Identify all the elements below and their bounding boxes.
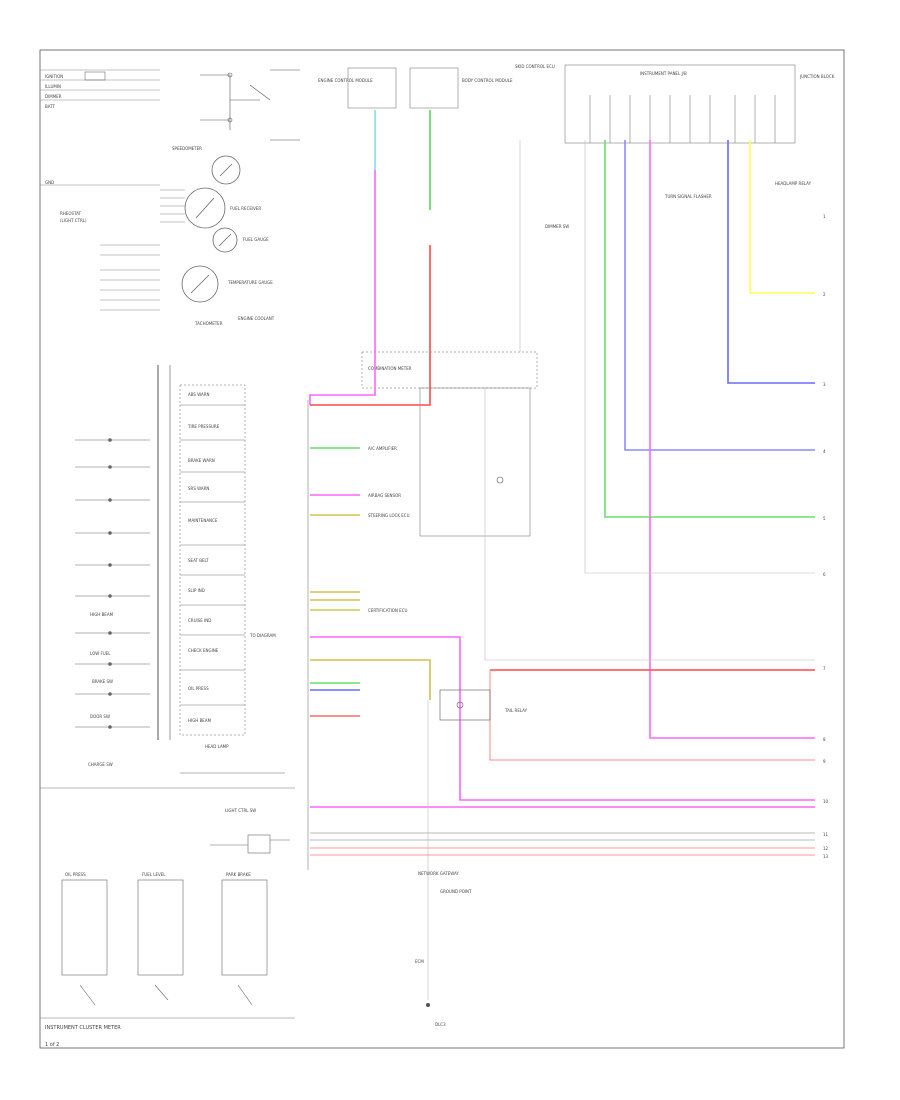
wire-harness — [309, 110, 815, 856]
svg-text:INSTRUMENT PANEL J/B: INSTRUMENT PANEL J/B — [640, 71, 687, 76]
svg-text:9: 9 — [823, 759, 826, 764]
fuel-receiver-gauge: FUEL RECEIVER — [184, 187, 261, 229]
svg-text:HIGH BEAM: HIGH BEAM — [90, 612, 114, 617]
right-terminal-numbers: 1 2 3 4 5 6 7 8 9 10 11 12 13 — [823, 214, 829, 859]
svg-text:ENGINE CONTROL MODULE: ENGINE CONTROL MODULE — [318, 78, 373, 83]
svg-text:10: 10 — [823, 799, 829, 804]
svg-text:4: 4 — [823, 449, 826, 454]
svg-text:SKID CONTROL ECU: SKID CONTROL ECU — [515, 64, 555, 69]
svg-text:TURN SIGNAL FLASHER: TURN SIGNAL FLASHER — [664, 194, 712, 199]
svg-text:DIMMER: DIMMER — [45, 94, 62, 99]
svg-text:BODY CONTROL MODULE: BODY CONTROL MODULE — [462, 78, 513, 83]
svg-text:CHARGE SW: CHARGE SW — [88, 762, 113, 767]
svg-text:DLC3: DLC3 — [435, 1022, 446, 1027]
svg-text:1: 1 — [823, 214, 826, 219]
svg-text:STEERING LOCK ECU: STEERING LOCK ECU — [368, 513, 410, 518]
diagram-frame — [39, 49, 845, 1049]
svg-text:TEMPERATURE GAUGE: TEMPERATURE GAUGE — [227, 280, 273, 285]
svg-text:CHECK ENGINE: CHECK ENGINE — [188, 648, 219, 653]
svg-text:TAIL RELAY: TAIL RELAY — [504, 708, 528, 713]
svg-text:A/C AMPLIFIER: A/C AMPLIFIER — [368, 446, 397, 451]
svg-text:FUEL GAUGE: FUEL GAUGE — [243, 237, 269, 242]
svg-text:ABS WARN: ABS WARN — [188, 392, 209, 397]
footer-left-label: INSTRUMENT CLUSTER METER — [45, 1025, 121, 1031]
svg-text:PARK BRAKE: PARK BRAKE — [226, 872, 251, 877]
svg-text:CRUISE IND: CRUISE IND — [188, 618, 211, 623]
svg-text:11: 11 — [823, 832, 829, 837]
combination-meter-connector: COMBINATION METER — [361, 351, 538, 537]
gauges-group: SPEEDOMETER FUEL RECEIVER FUEL GAUGE TEM… — [60, 146, 275, 326]
svg-text:HEAD LAMP: HEAD LAMP — [205, 744, 229, 749]
svg-text:(LIGHT CTRL): (LIGHT CTRL) — [60, 218, 87, 223]
tachometer-label: TACHOMETER ENGINE COOLANT — [194, 316, 275, 326]
svg-text:NETWORK GATEWAY: NETWORK GATEWAY — [418, 871, 459, 876]
svg-text:6: 6 — [823, 572, 826, 577]
svg-text:BRAKE WARN: BRAKE WARN — [188, 458, 215, 463]
svg-text:ECM: ECM — [415, 959, 424, 964]
fuel-gauge: FUEL GAUGE — [212, 227, 269, 253]
svg-text:DOOR SW: DOOR SW — [90, 714, 110, 719]
svg-text:3: 3 — [823, 382, 826, 387]
svg-text:GROUND POINT: GROUND POINT — [440, 889, 472, 894]
svg-text:BATT: BATT — [45, 104, 56, 109]
svg-text:BRAKE SW: BRAKE SW — [92, 679, 113, 684]
svg-text:8: 8 — [823, 737, 826, 742]
svg-text:7: 7 — [823, 666, 826, 671]
svg-text:SEAT BELT: SEAT BELT — [188, 558, 209, 563]
svg-text:SLIP IND: SLIP IND — [188, 588, 205, 593]
svg-text:TACHOMETER: TACHOMETER — [194, 321, 223, 326]
warning-lamp-stack: ABS WARN TIRE PRESSURE BRAKE WARN SRS WA… — [179, 384, 276, 736]
svg-text:12: 12 — [823, 846, 829, 851]
svg-text:HIGH BEAM: HIGH BEAM — [188, 718, 212, 723]
svg-text:13: 13 — [823, 854, 829, 859]
left-switch-column — [75, 438, 150, 729]
relay-sketch-lower: HEAD LAMP LIGHT CTRL SW — [180, 744, 290, 854]
svg-text:ENGINE COOLANT: ENGINE COOLANT — [238, 316, 275, 321]
svg-text:OIL PRESS: OIL PRESS — [188, 686, 209, 691]
svg-text:5: 5 — [823, 516, 826, 521]
svg-text:AIRBAG SENSOR: AIRBAG SENSOR — [368, 493, 401, 498]
svg-text:OIL PRESS: OIL PRESS — [65, 872, 86, 877]
thin-wires — [427, 140, 815, 1000]
svg-text:LOW FUEL: LOW FUEL — [90, 651, 111, 656]
svg-text:RHEOSTAT: RHEOSTAT — [60, 211, 82, 216]
center-relay — [439, 689, 491, 721]
ignition-switch-sketch — [200, 69, 300, 141]
svg-text:GND: GND — [45, 180, 54, 185]
top-modules: ENGINE CONTROL MODULE BODY CONTROL MODUL… — [318, 64, 835, 144]
svg-text:DIMMER SW: DIMMER SW — [545, 224, 569, 229]
svg-text:FUEL LEVEL: FUEL LEVEL — [142, 872, 166, 877]
svg-text:COMBINATION METER: COMBINATION METER — [368, 366, 412, 371]
svg-text:HEADLAMP RELAY: HEADLAMP RELAY — [775, 181, 812, 186]
bottom-switches: OIL PRESS FUEL LEVEL PARK BRAKE — [61, 872, 268, 1006]
svg-text:LIGHT CTRL SW: LIGHT CTRL SW — [225, 808, 256, 813]
svg-text:JUNCTION BLOCK: JUNCTION BLOCK — [799, 74, 835, 79]
svg-text:TIRE PRESSURE: TIRE PRESSURE — [187, 424, 220, 429]
svg-text:TO DIAGRAM: TO DIAGRAM — [249, 633, 276, 638]
svg-text:IGNITION: IGNITION — [45, 74, 63, 79]
footer-page-tag: 1 of 2 — [45, 1042, 59, 1048]
speedometer-gauge: SPEEDOMETER — [172, 146, 241, 185]
svg-text:SPEEDOMETER: SPEEDOMETER — [172, 146, 202, 151]
svg-text:MAINTENANCE: MAINTENANCE — [188, 518, 218, 523]
svg-text:FUEL RECEIVER: FUEL RECEIVER — [230, 206, 261, 211]
temperature-gauge: TEMPERATURE GAUGE — [181, 265, 273, 303]
svg-text:2: 2 — [823, 292, 826, 297]
svg-text:CERTIFICATION ECU: CERTIFICATION ECU — [368, 608, 407, 613]
svg-text:ILLUMIN: ILLUMIN — [45, 84, 61, 89]
svg-text:SRS WARN: SRS WARN — [188, 486, 209, 491]
left-header-block: IGNITION ILLUMIN DIMMER BATT GND — [40, 69, 160, 186]
